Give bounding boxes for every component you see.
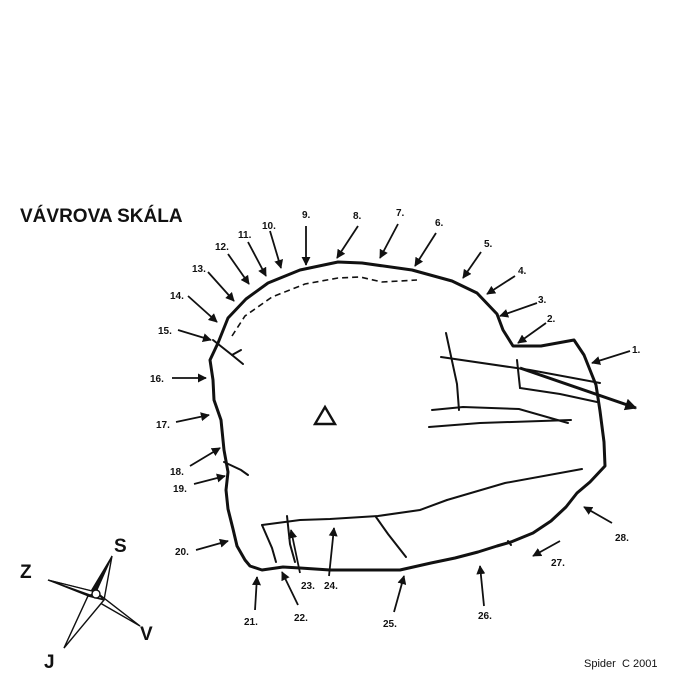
crack-line	[446, 468, 583, 501]
route-arrows	[172, 223, 631, 613]
route-label: 22.	[294, 613, 308, 624]
route-label: 1.	[632, 345, 641, 356]
credit-copyright: C	[622, 658, 630, 670]
route-label: 20.	[175, 547, 189, 558]
route-label: 12.	[215, 242, 229, 253]
route-label: 15.	[158, 326, 172, 337]
route-label: 3.	[538, 295, 547, 306]
crack-line	[445, 332, 460, 411]
credit-year: 2001	[633, 658, 657, 670]
crack-line	[428, 419, 572, 428]
crack-line	[516, 359, 598, 403]
route-label: 2.	[547, 314, 556, 325]
compass-rose	[47, 555, 141, 649]
route-label: 17.	[156, 420, 170, 431]
crack-line	[261, 524, 277, 563]
descent-arrow	[519, 366, 638, 411]
credit-author: Spider	[584, 658, 616, 670]
route-label: 25.	[383, 619, 397, 630]
crack-line	[286, 515, 296, 563]
route-label: 10.	[262, 221, 276, 232]
route-label: 16.	[150, 374, 164, 385]
route-label: 13.	[192, 264, 206, 275]
route-label: 8.	[353, 211, 362, 222]
route-label: 5.	[484, 239, 493, 250]
route-label: 18.	[170, 467, 184, 478]
compass-west-label: Z	[20, 562, 32, 583]
route-label: 14.	[170, 291, 184, 302]
route-label: 26.	[478, 611, 492, 622]
route-label: 19.	[173, 484, 187, 495]
compass-north-label: S	[114, 536, 127, 557]
route-label: 23.	[301, 581, 315, 592]
dashed-ledge	[231, 276, 418, 337]
route-label: 27.	[551, 558, 565, 569]
rock-outline	[208, 260, 607, 572]
map-title: VÁVROVA SKÁLA	[20, 205, 183, 227]
compass-south-label: J	[44, 652, 55, 673]
crack-line	[261, 499, 448, 526]
route-label: 28.	[615, 533, 629, 544]
route-label: 7.	[396, 208, 405, 219]
route-label: 11.	[238, 230, 252, 241]
compass-east-label: V	[140, 624, 153, 645]
route-label: 6.	[435, 218, 444, 229]
route-label: 24.	[324, 581, 338, 592]
crack-line	[375, 516, 407, 558]
route-label: 4.	[518, 266, 527, 277]
crack-line	[431, 405, 569, 424]
summit-triangle	[312, 404, 338, 426]
crack-line	[507, 540, 512, 546]
crack-line	[223, 461, 249, 476]
crack-line	[440, 356, 601, 384]
crack-line	[231, 349, 242, 356]
route-label: 9.	[302, 210, 311, 221]
route-label: 21.	[244, 617, 258, 628]
